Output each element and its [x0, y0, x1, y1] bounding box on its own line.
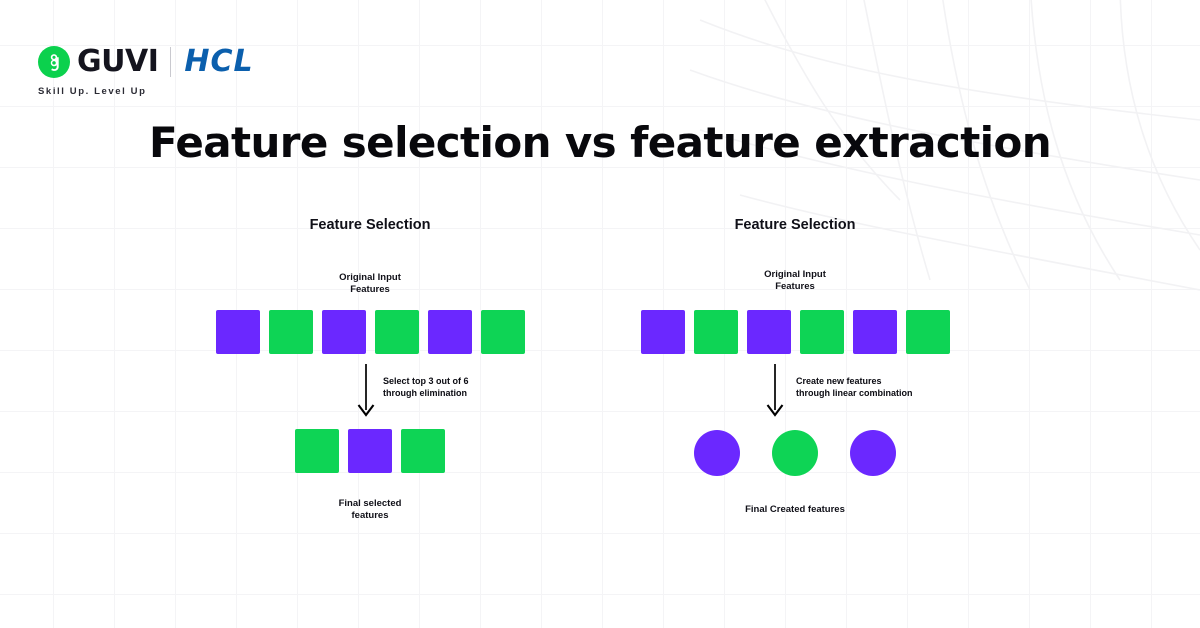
- arrow-note-right: Create new features through linear combi…: [796, 376, 913, 398]
- panel-feature-selection: Feature Selection Original Input Feature…: [150, 0, 590, 628]
- logo-divider: [170, 47, 172, 77]
- top-caption-right: Original Input Features: [764, 269, 826, 292]
- guvi-mark-icon: [38, 46, 70, 78]
- bottom-caption-right: Final Created features: [745, 504, 845, 515]
- feature-square: [268, 310, 313, 354]
- page-title: Feature selection vs feature extraction: [148, 118, 1052, 167]
- hcl-wordmark: HCL: [184, 44, 254, 79]
- panel-feature-extraction: Feature Selection Original Input Feature…: [560, 0, 1030, 628]
- selected-feature-square: [401, 429, 445, 473]
- bottom-caption-left: Final selected features: [338, 498, 402, 521]
- feature-square: [215, 310, 260, 354]
- feature-square: [746, 310, 791, 354]
- created-feature-circle: [850, 430, 896, 476]
- feature-square: [374, 310, 419, 354]
- arrow-note-left: Select top 3 out of 6 through eliminatio…: [383, 376, 469, 398]
- feature-square: [321, 310, 366, 354]
- created-feature-circle: [772, 430, 818, 476]
- feature-square: [852, 310, 897, 354]
- feature-square: [693, 310, 738, 354]
- panel-heading-left: Feature Selection: [309, 217, 431, 233]
- original-features-row-left: [150, 310, 590, 354]
- feature-square: [799, 310, 844, 354]
- feature-square: [905, 310, 950, 354]
- created-features-row-right: [560, 430, 1030, 476]
- selected-features-row-left: [150, 429, 590, 473]
- feature-square: [640, 310, 685, 354]
- created-feature-circle: [694, 430, 740, 476]
- brand-logo: GUVI HCL: [38, 46, 254, 78]
- original-features-row-right: [560, 310, 1030, 354]
- selected-feature-square: [348, 429, 392, 473]
- feature-square: [427, 310, 472, 354]
- panel-heading-right: Feature Selection: [734, 217, 856, 233]
- feature-square: [480, 310, 525, 354]
- down-arrow-right: [763, 364, 787, 418]
- selected-feature-square: [295, 429, 339, 473]
- guvi-wordmark: GUVI: [77, 44, 159, 79]
- brand-tagline: Skill Up. Level Up: [38, 86, 147, 97]
- down-arrow-left: [354, 364, 378, 418]
- top-caption-left: Original Input Features: [339, 272, 401, 295]
